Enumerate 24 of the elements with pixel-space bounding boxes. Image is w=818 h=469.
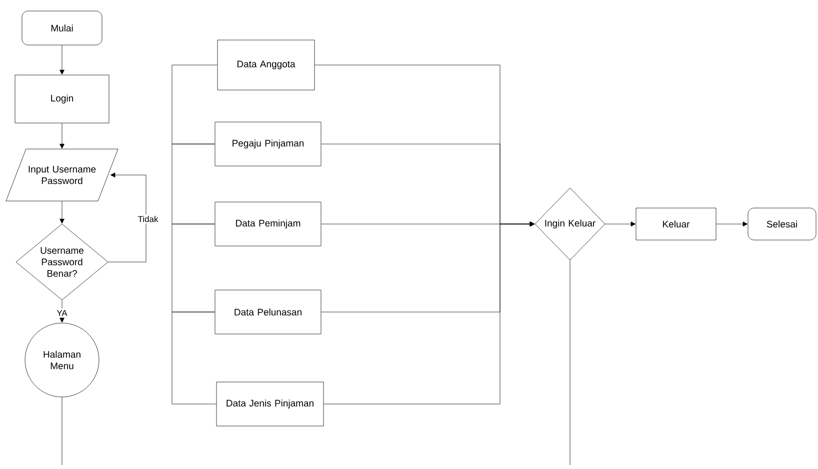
edge-label: YA xyxy=(55,308,69,318)
process-box: Data Pelunasan xyxy=(214,290,322,334)
arrow xyxy=(108,172,146,262)
input-parallelogram: Input Username Password xyxy=(6,148,118,202)
connector-line xyxy=(172,64,218,144)
arrow xyxy=(716,222,748,226)
arrow xyxy=(324,222,535,404)
connector-line xyxy=(172,144,215,224)
process-box: Data Jenis Pinjaman xyxy=(216,382,324,426)
process-box: Login xyxy=(14,74,110,124)
connector-line xyxy=(172,224,215,312)
arrow xyxy=(60,201,64,224)
process-box: Keluar xyxy=(636,208,716,240)
connector-line xyxy=(172,312,216,404)
end-terminal: Selesai xyxy=(748,208,816,240)
arrow xyxy=(605,222,636,226)
arrow xyxy=(60,123,64,149)
arrow xyxy=(60,300,64,323)
process-box: Data Anggota xyxy=(217,40,315,90)
edge-label: Tidak xyxy=(136,214,160,224)
process-box: Pegaju Pinjaman xyxy=(214,122,322,166)
arrow xyxy=(60,45,64,75)
process-box: Data Peminjam xyxy=(214,202,322,246)
start-terminal: Mulai xyxy=(22,10,102,46)
